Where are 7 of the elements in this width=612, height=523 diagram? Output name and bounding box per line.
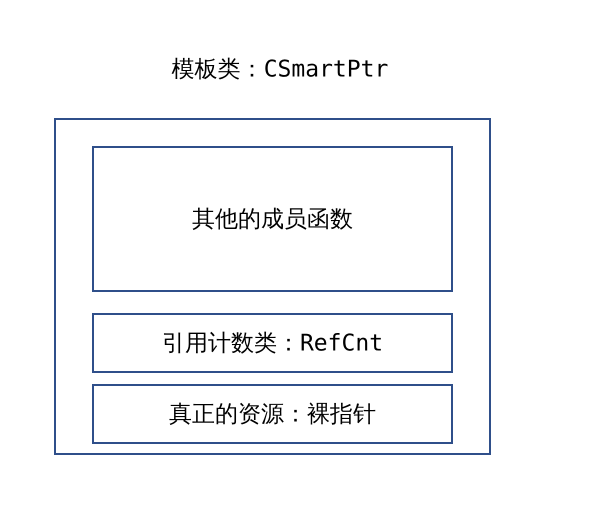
- box-label: 其他的成员函数: [192, 206, 353, 234]
- component-box: [92, 146, 453, 292]
- component-box: [92, 313, 453, 373]
- box-label: 引用计数类：RefCnt: [162, 330, 384, 358]
- heading: 模板类：CSmartPtr: [172, 56, 388, 84]
- box-label: 真正的资源：裸指针: [169, 400, 376, 430]
- component-box: [92, 384, 453, 444]
